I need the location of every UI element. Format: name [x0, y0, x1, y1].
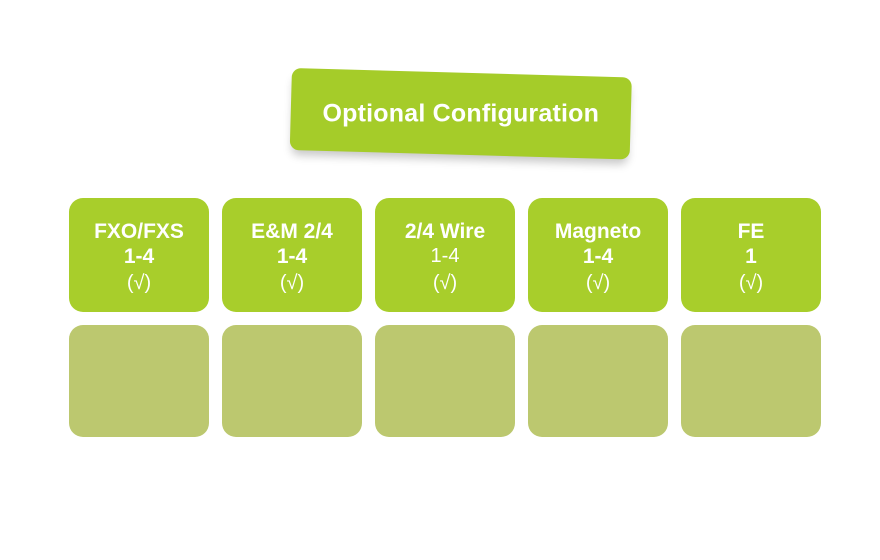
module-card-range: 1-4	[276, 244, 308, 268]
module-card-range: 1-4	[430, 244, 460, 267]
module-card-title: 2/4 Wire	[404, 219, 486, 243]
module-card-range: 1-4	[123, 244, 155, 268]
module-card-title: FXO/FXS	[94, 219, 184, 243]
placeholder-card[interactable]	[222, 325, 362, 437]
placeholder-card[interactable]	[681, 325, 821, 437]
module-card-range: 1	[745, 244, 757, 268]
module-card-title: Magneto	[554, 219, 642, 243]
placeholder-card[interactable]	[69, 325, 209, 437]
module-card-title: E&M 2/4	[251, 219, 333, 243]
module-card-check-mark: (√)	[432, 271, 458, 294]
placeholder-card[interactable]	[375, 325, 515, 437]
optional-configuration-banner: Optional Configuration	[289, 68, 632, 160]
module-card-check-mark: (√)	[585, 271, 611, 294]
module-card-check-mark: (√)	[738, 271, 764, 294]
placeholder-card-row	[69, 325, 821, 437]
module-card-check-mark: (√)	[126, 271, 152, 294]
banner-title: Optional Configuration	[322, 99, 600, 128]
module-card-check-mark: (√)	[279, 271, 305, 294]
module-card-range: 1-4	[582, 244, 614, 268]
module-card-title: FE	[737, 219, 765, 243]
placeholder-card[interactable]	[528, 325, 668, 437]
